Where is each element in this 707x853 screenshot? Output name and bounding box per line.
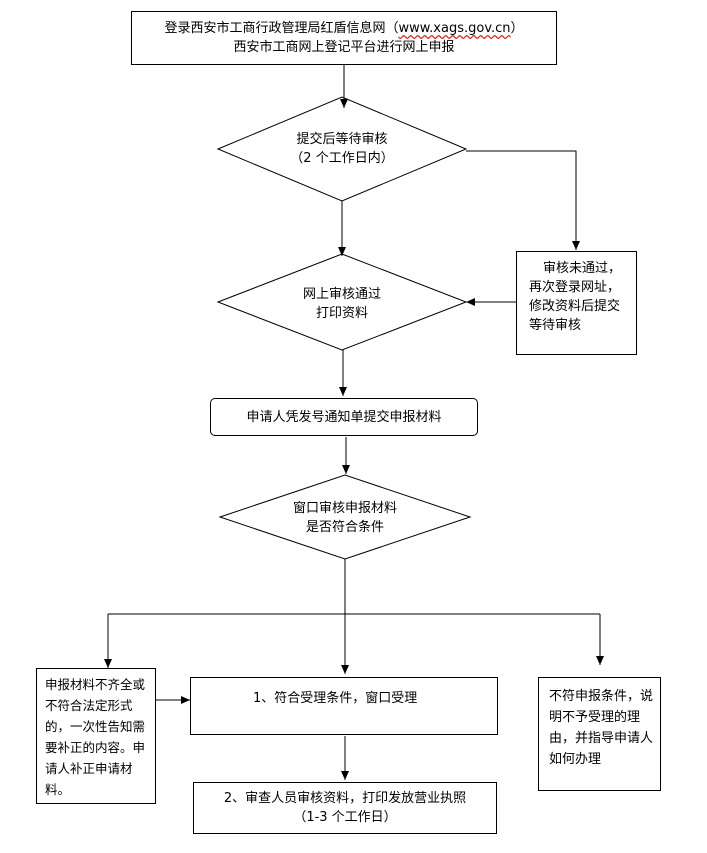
submit-wait-review-label: 提交后等待审核 （2 个工作日内） [290, 132, 394, 166]
window-accept-box: 1、符合受理条件，窗口受理 [190, 677, 498, 735]
start-box-line2: 西安市工商网上登记平台进行网上申报 [233, 40, 455, 55]
incomplete-materials-box: 申报材料不齐全或不符合法定形式的，一次性告知需要补正的内容。申请人补正申请材料。 [36, 668, 156, 804]
start-box: 登录西安市工商行政管理局红盾信息网（www.xags.gov.cn） 西安市工商… [131, 11, 557, 65]
website-url: www.xags.gov.cn [398, 21, 511, 36]
decision-diamond-submit [216, 96, 468, 202]
not-eligible-box: 不符申报条件，说明不予受理的理由，并指导申请人如何办理 [538, 677, 661, 791]
arrow-submit-to-not-passed [466, 150, 580, 250]
submit-materials-box: 申请人凭发号通知单提交申报材料 [210, 398, 478, 436]
review-not-passed-box: 审核未通过， 再次登录网址， 修改资料后提交 等待审核 [516, 251, 637, 355]
online-review-passed-label: 网上审核通过 打印资料 [302, 287, 381, 321]
start-box-line1: 登录西安市工商行政管理局红盾信息网（www.xags.gov.cn） [164, 21, 524, 36]
issue-license-box: 2、审查人员审核资料，打印发放营业执照 （1-3 个工作日） [193, 782, 497, 834]
window-review-label: 窗口审核申报材料 是否符合条件 [292, 501, 397, 535]
decision-diamond-window-review [218, 474, 472, 560]
